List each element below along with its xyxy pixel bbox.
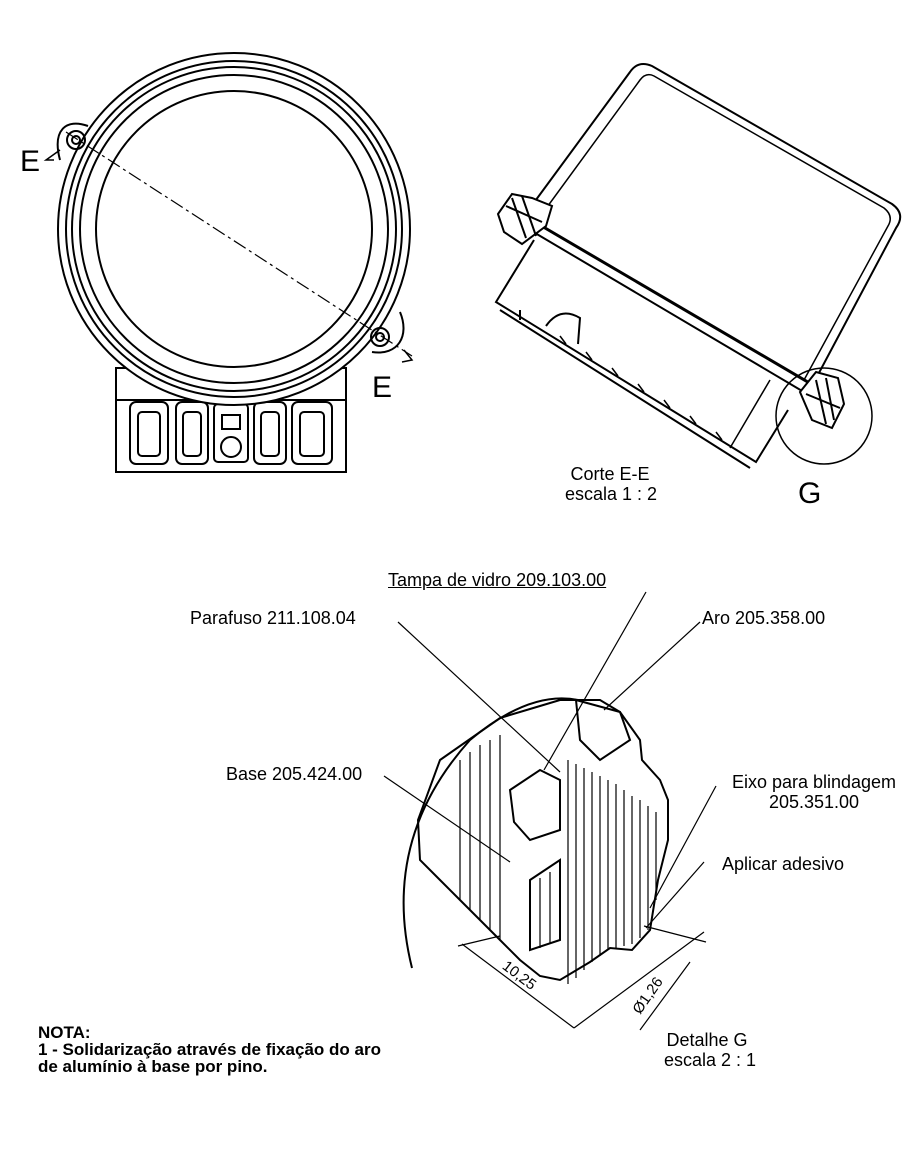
leader-lines	[383, 591, 717, 929]
detail-title: Detalhe G	[666, 1030, 748, 1050]
note-block: NOTA: 1 - Solidarização através de fixaç…	[38, 1024, 381, 1075]
label-shield-axis-line1: Eixo para blindagem	[731, 772, 897, 792]
outer-rim	[57, 52, 411, 406]
section-line	[65, 131, 413, 357]
note-line-2: de alumínio à base por pino.	[38, 1057, 268, 1076]
note-line-1: 1 - Solidarização através de fixação do …	[38, 1040, 381, 1059]
clip-left	[496, 192, 554, 246]
label-shield-axis: Eixo para blindagem 205.351.00	[714, 772, 914, 812]
detail-view	[383, 591, 717, 1031]
front-view	[43, 52, 414, 473]
label-ring: Aro 205.358.00	[702, 608, 826, 628]
label-adhesive: Aplicar adesivo	[722, 854, 845, 874]
detail-scale: escala 2 : 1	[663, 1050, 757, 1070]
glass-window	[95, 90, 373, 368]
detail-boundary	[402, 697, 579, 969]
section-view	[494, 63, 902, 469]
clip-right	[798, 370, 846, 430]
mounting-lug-left	[56, 122, 89, 161]
hatched-section	[416, 698, 669, 984]
note-heading: NOTA:	[38, 1023, 91, 1042]
section-title: Corte E-E	[570, 464, 650, 484]
label-shield-axis-line2: 205.351.00	[768, 792, 860, 812]
dimension-lines	[457, 925, 707, 1031]
detail-mark: G	[798, 477, 822, 510]
label-screw: Parafuso 211.108.04	[190, 608, 356, 628]
mounting-lug-right	[370, 311, 405, 354]
detail-circle-g	[775, 367, 873, 465]
section-mark-left: E	[20, 145, 41, 178]
label-glass-cover: Tampa de vidro 209.103.00	[388, 570, 607, 590]
glass-dome	[529, 63, 902, 387]
label-base: Base 205.424.00	[226, 764, 363, 784]
section-mark-right: E	[372, 371, 393, 404]
base-body	[494, 239, 789, 464]
section-scale: escala 1 : 2	[564, 484, 658, 504]
